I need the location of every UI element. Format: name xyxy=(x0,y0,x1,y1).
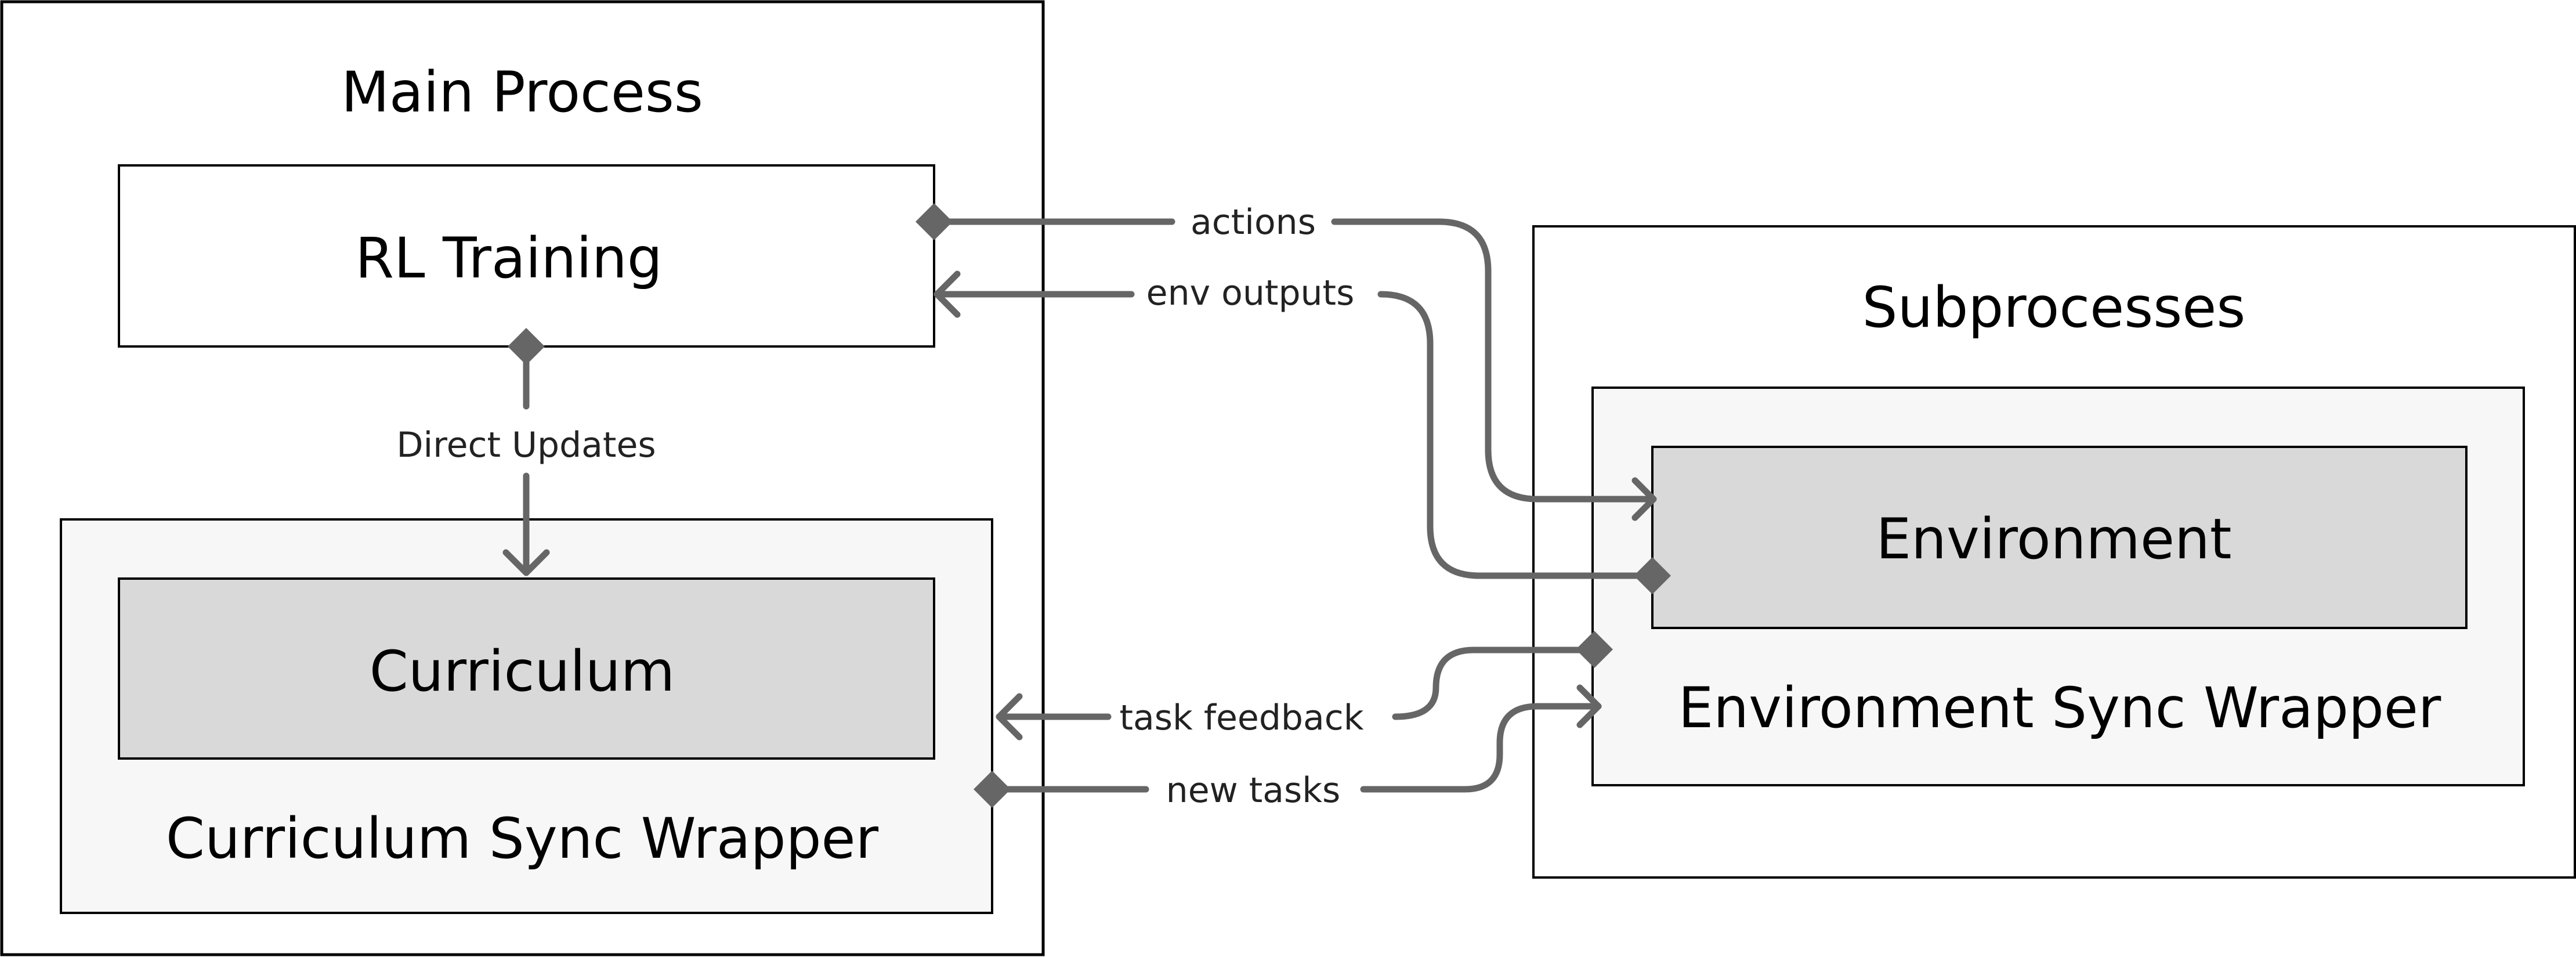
subprocesses-title: Subprocesses xyxy=(1862,275,2246,340)
direct-updates-start-diamond xyxy=(508,328,545,365)
environment-box xyxy=(1651,446,2468,629)
task-feedback-arrowhead xyxy=(996,693,1023,741)
env-outputs-start-diamond xyxy=(1634,557,1671,594)
new-tasks-connector xyxy=(990,703,1602,793)
environment-wrapper-label: Environment Sync Wrapper xyxy=(1678,676,2441,741)
direct-updates-label: Direct Updates xyxy=(396,425,656,465)
task-feedback-label: task feedback xyxy=(1120,698,1364,738)
environment-label: Environment xyxy=(1876,507,2232,572)
curriculum-box xyxy=(118,577,935,760)
new-tasks-label: new tasks xyxy=(1166,770,1341,811)
env-outputs-arrowhead xyxy=(934,270,961,318)
rl-training-label: RL Training xyxy=(355,226,663,291)
env-outputs-connector xyxy=(934,291,1656,579)
task-feedback-start-diamond xyxy=(1576,631,1613,668)
task-feedback-connector xyxy=(996,647,1596,720)
curriculum-wrapper-label: Curriculum Sync Wrapper xyxy=(166,806,879,871)
curriculum-label: Curriculum xyxy=(370,639,675,704)
rl-training-box xyxy=(118,164,935,348)
direct-updates-arrowhead xyxy=(502,549,550,576)
actions-connector xyxy=(932,218,1651,503)
new-tasks-arrowhead xyxy=(1576,684,1602,728)
main-process-title: Main Process xyxy=(341,60,703,125)
new-tasks-start-diamond xyxy=(974,771,1011,808)
actions-label: actions xyxy=(1191,202,1316,243)
actions-arrowhead xyxy=(1631,477,1657,521)
actions-start-diamond xyxy=(916,203,953,240)
env-outputs-label: env outputs xyxy=(1146,273,1355,313)
